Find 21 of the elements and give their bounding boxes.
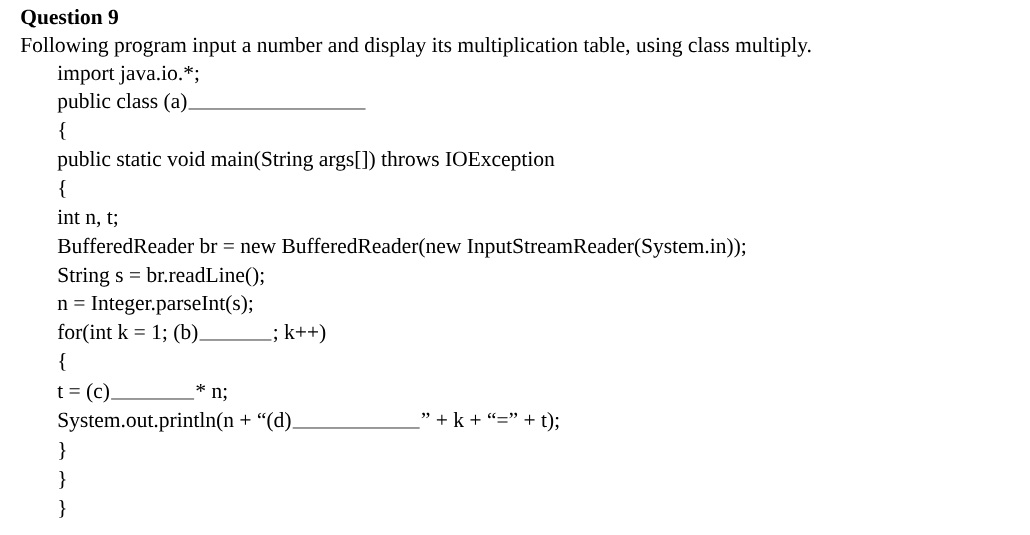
code-text: { xyxy=(59,353,66,371)
code-text: t = (c) xyxy=(57,383,109,403)
code-text: import java.io.*; xyxy=(57,65,199,85)
code-text: } xyxy=(59,442,66,460)
code-text: } xyxy=(59,500,66,518)
code-text: ” + k + “=” + t); xyxy=(421,412,559,432)
code-text: { xyxy=(59,180,66,198)
code-text: { xyxy=(59,122,66,140)
code-text: * n; xyxy=(196,383,227,402)
code-text: String s = br.readLine(); xyxy=(58,267,264,287)
code-text: for(int k = 1; (b) xyxy=(57,323,198,344)
code-text: } xyxy=(59,471,66,489)
code-text: BufferedReader br = new BufferedReader(new InputStreamReader(System.in)); xyxy=(57,237,746,258)
code-text: public class (a) xyxy=(57,93,187,113)
code-text: n = Integer.parseInt(s); xyxy=(57,295,253,315)
question-title: Question 9 xyxy=(21,9,118,28)
code-text: int n, t; xyxy=(57,209,118,228)
code-text: ; k++) xyxy=(273,324,326,344)
code-text: public static void main(String args[]) throws IOException xyxy=(57,151,555,171)
code-text: System.out.println(n + “(d) xyxy=(58,412,291,432)
question-text: Following program input a number and display its multiplication table, using class multiply. xyxy=(20,37,811,57)
